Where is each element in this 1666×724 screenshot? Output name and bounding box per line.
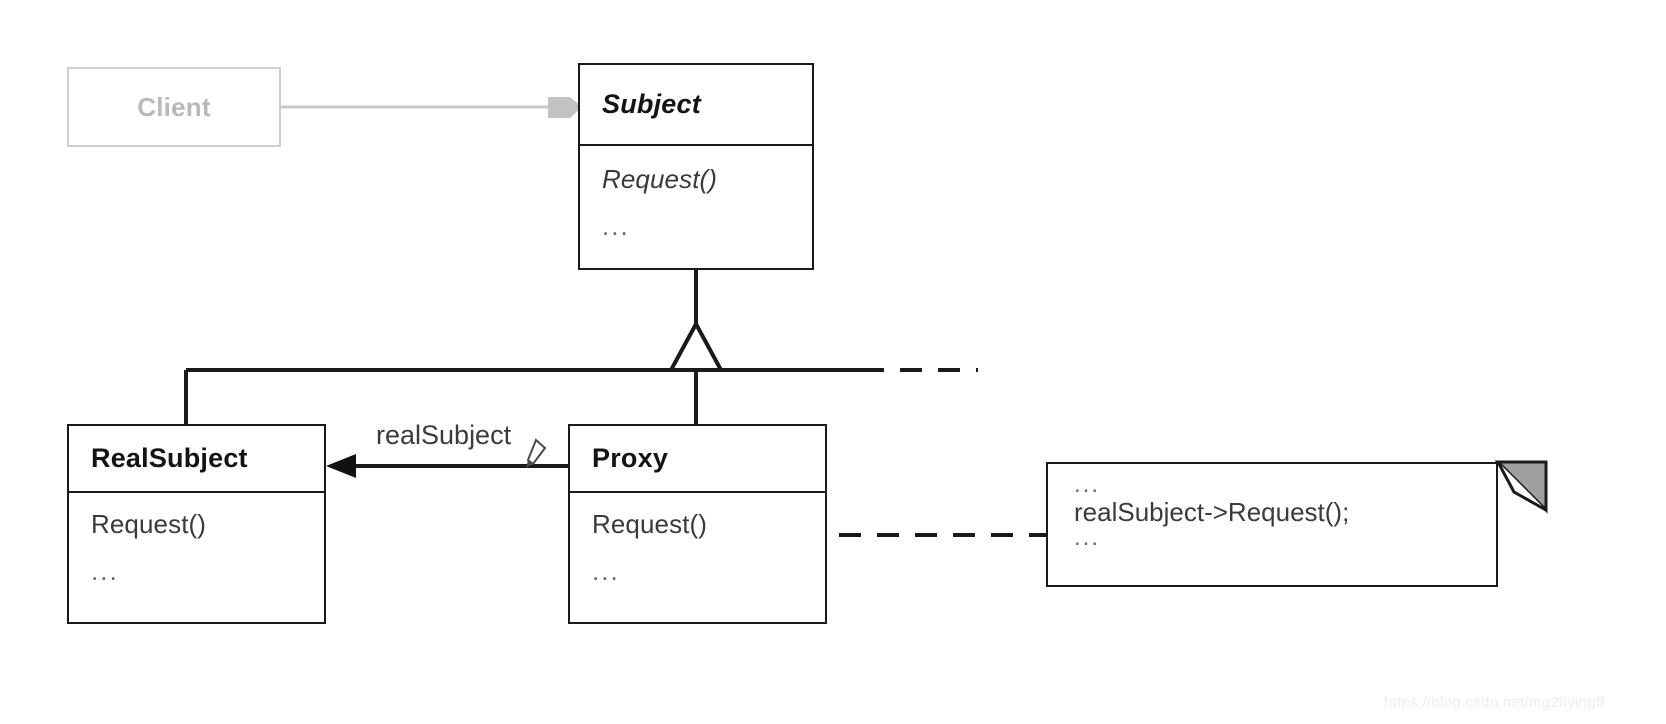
class-header-subject: Subject xyxy=(580,65,812,146)
note-line-1: ... xyxy=(1074,471,1101,498)
watermark-text: https://blog.csdn.net/mg2flyingff xyxy=(1384,694,1605,711)
member-realsubject-request: Request() xyxy=(91,509,207,539)
class-box-client[interactable]: Client xyxy=(67,67,281,147)
class-box-proxy[interactable]: Proxy Request() ... xyxy=(568,424,827,624)
note-line-3: ... xyxy=(1074,523,1101,551)
member-proxy-ellipsis: ... xyxy=(592,556,620,587)
class-box-realsubject[interactable]: RealSubject Request() ... xyxy=(67,424,326,624)
class-header-realsubject: RealSubject xyxy=(69,426,324,493)
edge-label-realsubject: realSubject xyxy=(376,420,512,450)
class-name-subject: Subject xyxy=(602,89,701,119)
class-box-subject[interactable]: Subject Request() ... xyxy=(578,63,814,270)
member-proxy-request: Request() xyxy=(592,509,708,539)
member-subject-request: Request() xyxy=(602,164,718,194)
member-subject-ellipsis: ... xyxy=(602,211,630,242)
edge-client-to-subject xyxy=(281,97,582,118)
class-header-proxy: Proxy xyxy=(570,426,825,493)
class-name-proxy: Proxy xyxy=(592,443,669,473)
class-name-client: Client xyxy=(137,91,211,122)
class-members-subject: Request() ... xyxy=(580,146,812,268)
note-box-proxy-request[interactable]: ... realSubject->Request(); ... xyxy=(1046,462,1498,587)
member-realsubject-ellipsis: ... xyxy=(91,556,119,587)
note-line-2: realSubject->Request(); xyxy=(1074,496,1350,527)
edge-proxy-to-realsubject xyxy=(326,454,568,478)
edge-generalization-stem xyxy=(184,270,978,424)
class-name-realsubject: RealSubject xyxy=(91,443,248,473)
pen-cursor-icon xyxy=(526,438,547,468)
class-members-proxy: Request() ... xyxy=(570,493,825,622)
class-members-realsubject: Request() ... xyxy=(69,493,324,622)
note-fold-corner-icon xyxy=(1494,460,1548,514)
